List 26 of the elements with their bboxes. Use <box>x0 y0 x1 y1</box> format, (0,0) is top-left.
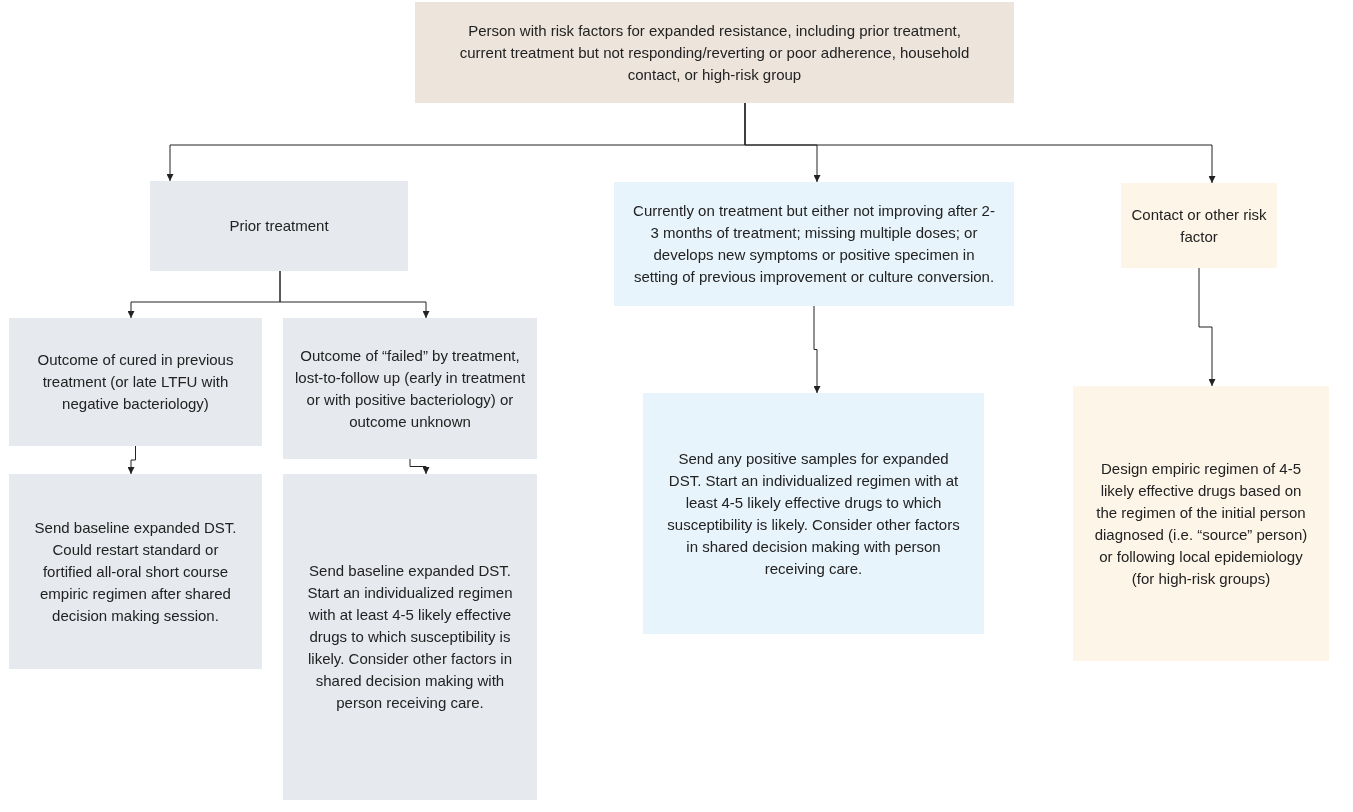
box-text: Design empiric regimen of 4-5 likely effective drugs based on the regimen of the initial person diagnosed (i.e. “source” person) or following local epidemiology (for high-risk groups) <box>1093 458 1309 589</box>
process-box <box>614 182 1014 306</box>
box-text: Outcome of “failed” by treatment, lost-to-follow up (early in treatment or with positive bacteriology) or outcome unknown <box>293 345 527 432</box>
box-text: Contact or other risk factor <box>1131 204 1267 247</box>
arrow <box>409 458 430 475</box>
box-text: Send any positive samples for expanded DST. Start an individualized regimen with at least 4-5 likely effective drugs to which susceptibility is likely. Consider other factors in shared decision making with person receiving care. <box>666 448 961 579</box>
arrow <box>744 102 1216 184</box>
process-box <box>150 181 408 271</box>
box-text: Prior treatment <box>229 216 329 236</box>
process-box <box>1073 386 1329 661</box>
process-box <box>1121 183 1277 268</box>
process-box <box>9 474 262 669</box>
process-box <box>9 318 262 446</box>
process-box <box>415 2 1014 103</box>
arrow <box>279 270 430 319</box>
box-text: Send baseline expanded DST. Could restart standard or fortified all-oral short course empiric regimen after shared decision making session. <box>33 517 238 626</box>
arrow <box>813 305 821 394</box>
process-box <box>643 393 984 634</box>
process-box <box>283 474 537 800</box>
box-text: Person with risk factors for expanded resistance, including prior treatment, current treatment but not responding/reverting or poor adherence, household contact, or high-risk group <box>458 20 971 85</box>
box-text: Send baseline expanded DST. Start an individualized regimen with at least 4-5 likely effective drugs to which susceptibility is likely. Consider other factors in shared decision making with person receiving care. <box>306 561 514 713</box>
box-text: Outcome of cured in previous treatment (or late LTFU with negative bacteriology) <box>36 350 235 414</box>
process-box <box>283 318 537 459</box>
box-text: Currently on treatment but either not improving after 2-3 months of treatment; missing multiple doses; or develops new symptoms or positive specimen in setting of previous improvement or culture conversion. <box>632 201 996 287</box>
arrow <box>127 445 136 475</box>
arrow <box>1198 267 1216 387</box>
